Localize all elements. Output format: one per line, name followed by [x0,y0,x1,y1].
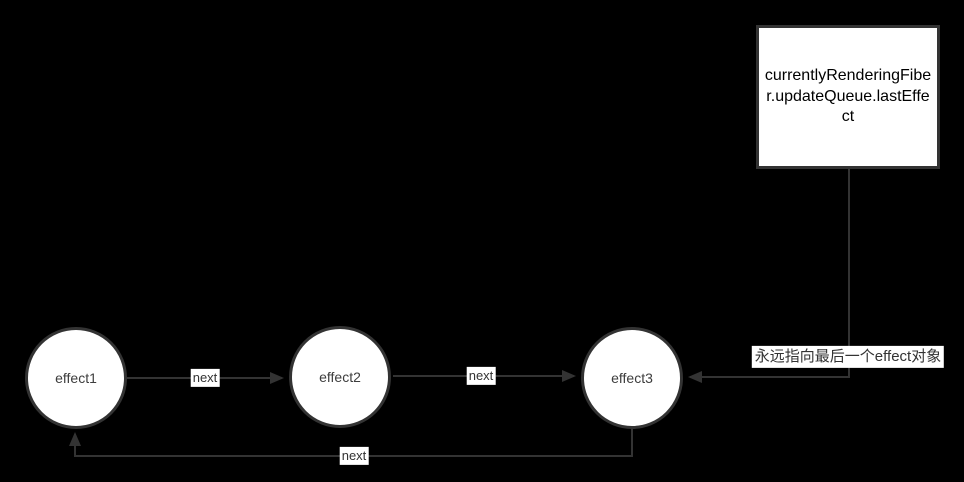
edge-label-next-3: next [339,446,369,466]
annotation-last-effect-note: 永远指向最后一个effect对象 [751,345,945,369]
edge-label-next-2: next [466,366,496,386]
node-effect3-label: effect3 [611,370,653,386]
node-effect3: effect3 [581,327,683,429]
node-effect1: effect1 [25,327,127,429]
connector-box-effect3 [688,169,850,383]
last-effect-pointer-box: currentlyRenderingFiber.updateQueue.last… [756,25,940,169]
node-effect2-label: effect2 [319,369,361,385]
node-effect1-label: effect1 [55,370,97,386]
edge-label-next-1: next [190,368,220,388]
last-effect-pointer-label: currentlyRenderingFiber.updateQueue.last… [764,67,932,126]
node-effect2: effect2 [289,326,391,428]
